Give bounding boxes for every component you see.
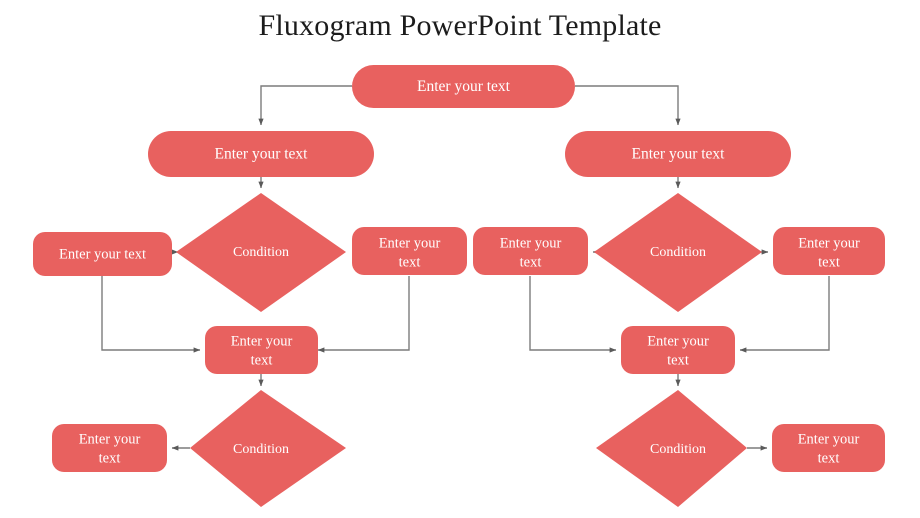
page-title: Fluxogram PowerPoint Template — [258, 9, 662, 42]
connector-start-to-left-step — [258, 85, 352, 126]
right-outcome-no-label-line1: Enter your — [500, 235, 562, 251]
node-right-condition-2[interactable]: Condition — [596, 390, 747, 507]
left-step-1-label: Enter your text — [215, 146, 309, 163]
left-condition-1-label: Condition — [233, 245, 289, 260]
left-merge-label-line2: text — [251, 352, 273, 368]
node-left-step-1[interactable]: Enter your text — [148, 131, 374, 177]
right-end-label-line1: Enter your — [798, 431, 860, 447]
right-merge-label-line2: text — [667, 352, 689, 368]
connector-left-outcome-no-to-merge — [101, 276, 201, 353]
left-outcome-yes-shape — [352, 227, 467, 275]
node-right-condition-1[interactable]: Condition — [594, 193, 762, 312]
left-merge-shape — [205, 326, 318, 374]
node-left-outcome-no[interactable]: Enter your text — [33, 232, 172, 276]
left-outcome-no-shape — [33, 232, 172, 276]
left-end-shape — [52, 424, 167, 472]
node-left-merge[interactable]: Enter your text — [205, 326, 318, 374]
node-right-merge[interactable]: Enter your text — [621, 326, 735, 374]
connector-right-outcome-no-to-merge — [529, 276, 617, 353]
right-outcome-yes-label-line1: Enter your — [798, 235, 860, 251]
node-right-outcome-no[interactable]: Enter your text — [473, 227, 588, 275]
right-outcome-yes-shape — [773, 227, 885, 275]
right-condition-1-label: Condition — [650, 245, 706, 260]
start-shape — [352, 65, 575, 108]
right-outcome-yes-label-line2: text — [818, 254, 840, 270]
left-condition-1-shape — [176, 193, 346, 312]
right-end-label-line2: text — [818, 450, 840, 466]
right-outcome-no-label-line2: text — [520, 254, 542, 270]
right-merge-shape — [621, 326, 735, 374]
right-condition-1-shape — [594, 193, 762, 312]
connector-right-outcome-yes-to-merge — [739, 276, 830, 353]
right-step-1-label: Enter your text — [632, 146, 726, 163]
right-step-1-shape — [565, 131, 791, 177]
connector-left-outcome-yes-to-merge — [317, 276, 410, 353]
left-end-label-line2: text — [99, 450, 121, 466]
right-condition-2-label: Condition — [650, 442, 706, 457]
node-left-end[interactable]: Enter your text — [52, 424, 167, 472]
node-left-condition-1[interactable]: Condition — [176, 193, 346, 312]
left-merge-label-line1: Enter your — [231, 333, 293, 349]
left-end-label-line1: Enter your — [79, 431, 141, 447]
node-left-outcome-yes[interactable]: Enter your text — [352, 227, 467, 275]
connector-start-to-right-step — [575, 85, 681, 126]
node-left-condition-2[interactable]: Condition — [190, 390, 346, 507]
left-condition-2-label: Condition — [233, 442, 289, 457]
right-outcome-no-shape — [473, 227, 588, 275]
right-end-shape — [772, 424, 885, 472]
node-start[interactable]: Enter your text — [352, 65, 575, 108]
start-label: Enter your text — [417, 78, 511, 95]
right-merge-label-line1: Enter your — [647, 333, 709, 349]
left-condition-2-shape — [190, 390, 346, 507]
node-right-outcome-yes[interactable]: Enter your text — [773, 227, 885, 275]
right-condition-2-shape — [596, 390, 747, 507]
node-right-end[interactable]: Enter your text — [772, 424, 885, 472]
left-outcome-no-label: Enter your text — [59, 246, 146, 262]
left-step-1-shape — [148, 131, 374, 177]
node-right-step-1[interactable]: Enter your text — [565, 131, 791, 177]
left-outcome-yes-label-line2: text — [399, 254, 421, 270]
left-outcome-yes-label-line1: Enter your — [379, 235, 441, 251]
